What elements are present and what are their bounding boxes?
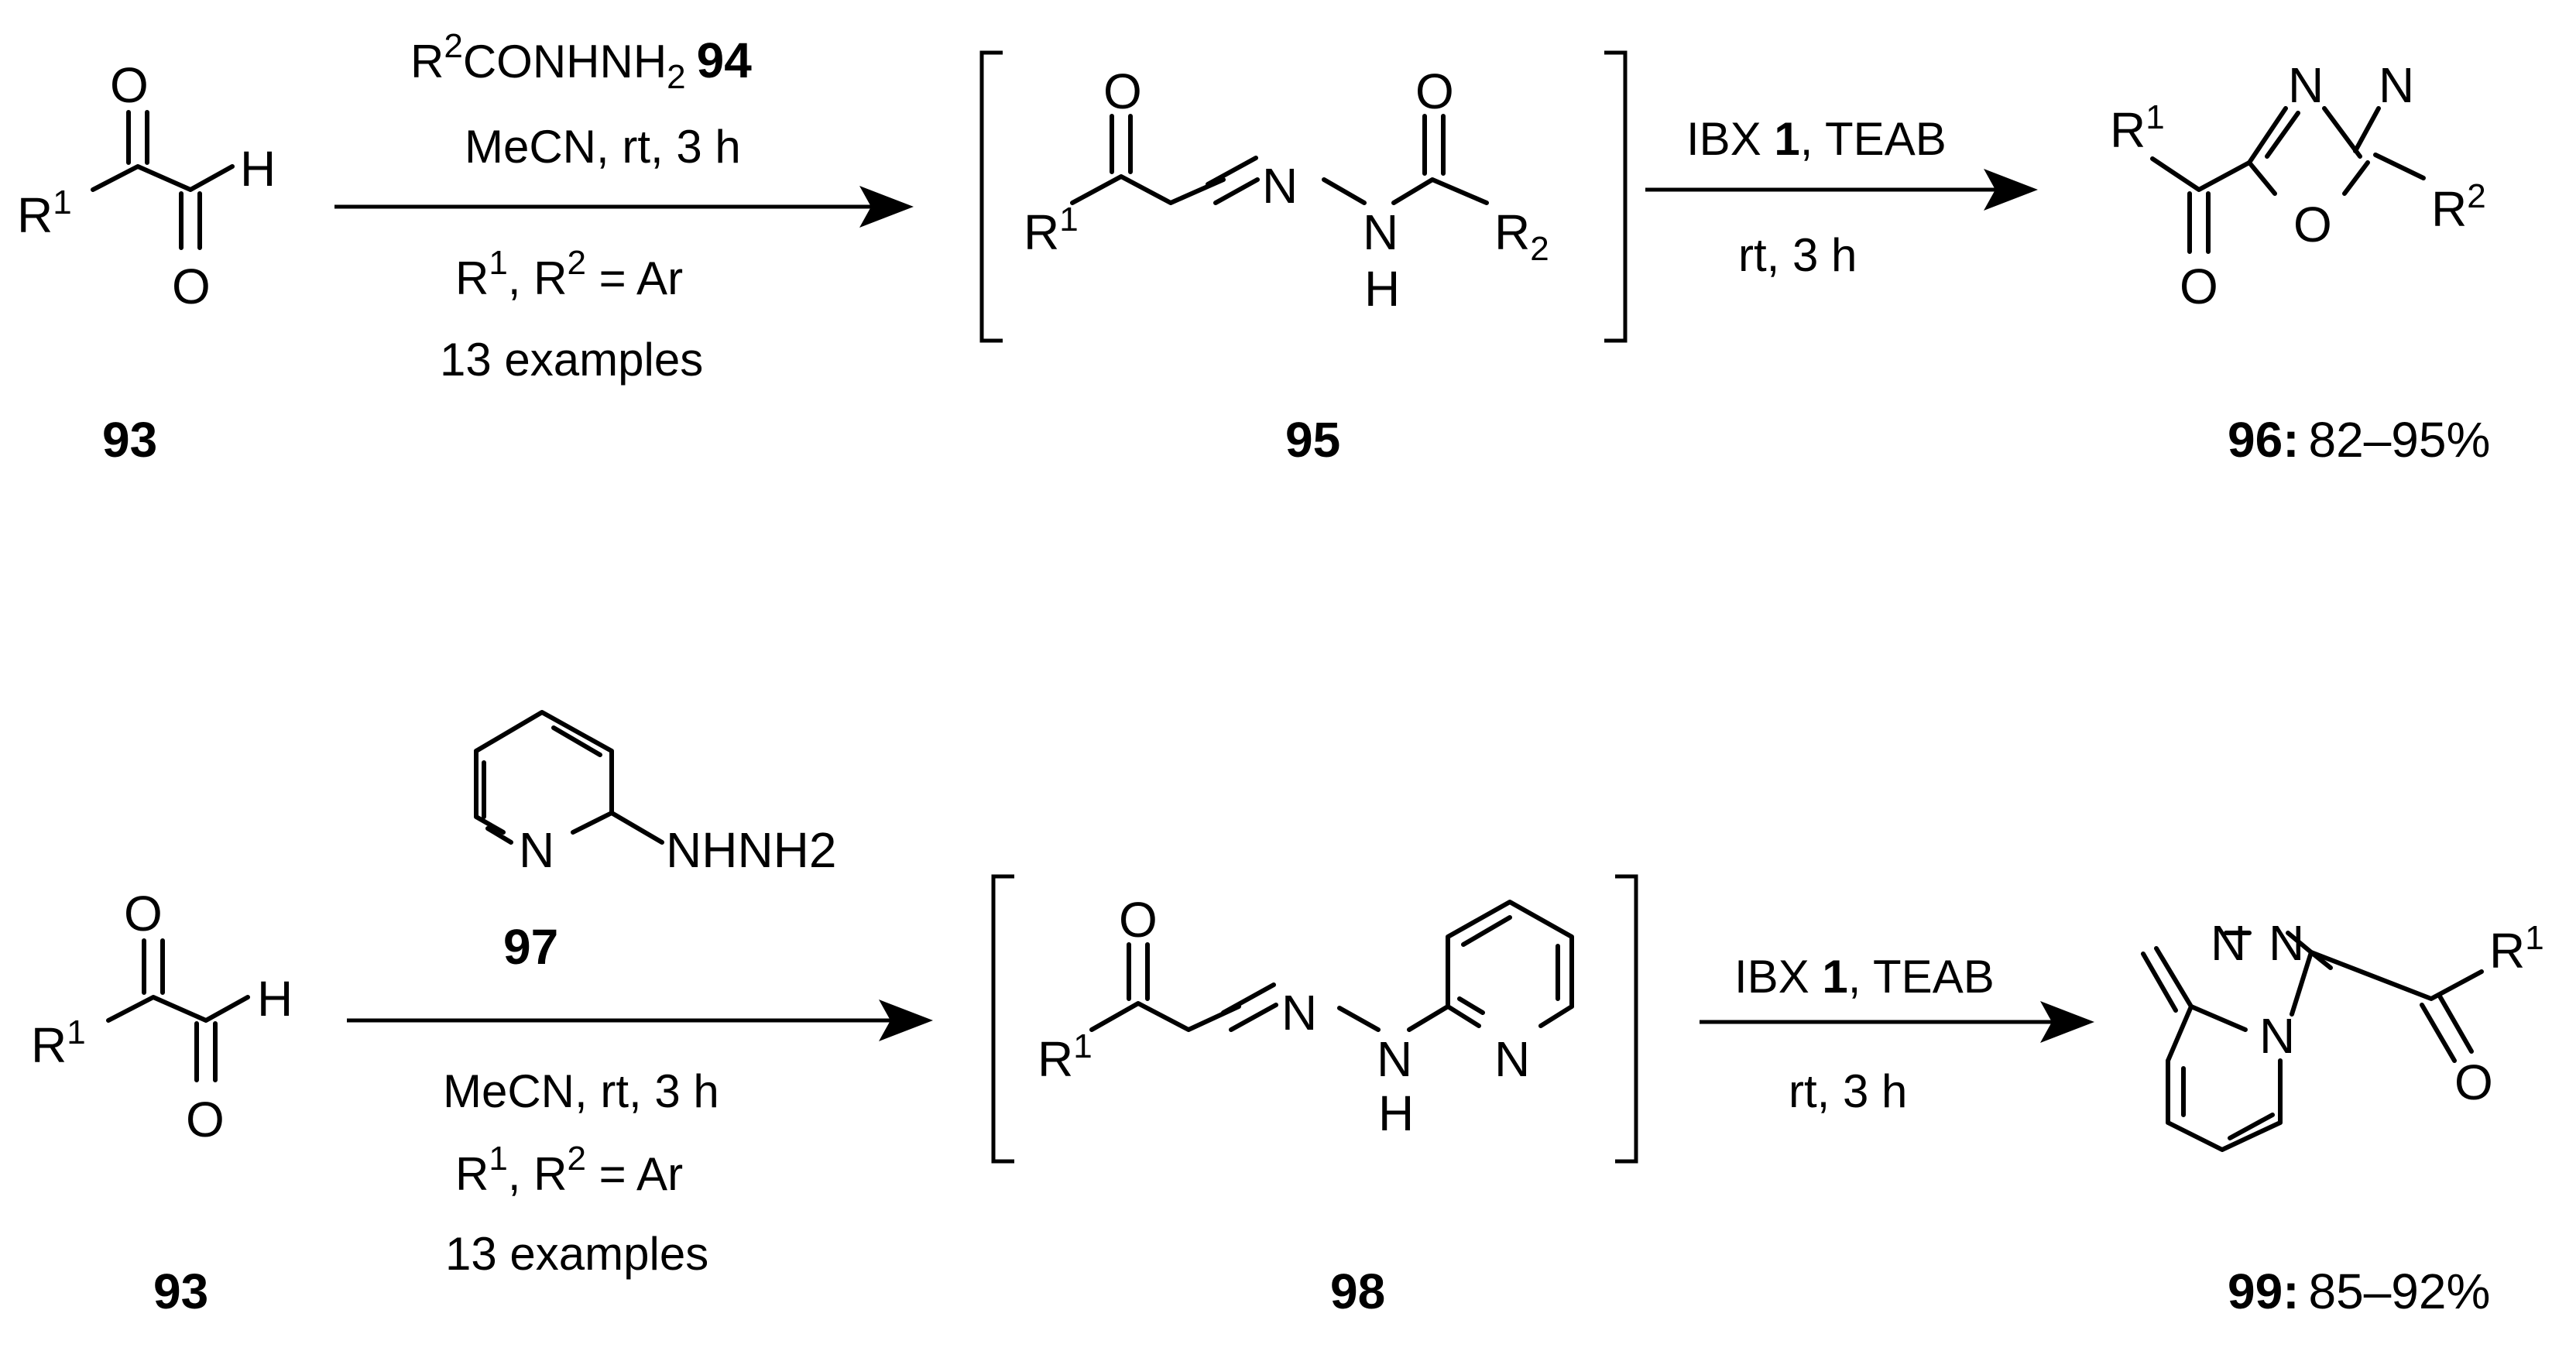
conditions-2: rt, 3 h [1738, 229, 1857, 281]
arrowhead [879, 1000, 933, 1041]
oxidant-label: IBX 1, TEAB [1734, 951, 1995, 1003]
r1-label: R1 [1024, 201, 1079, 260]
compound-number-95: 95 [1285, 412, 1340, 468]
compound-number-93: 93 [153, 1264, 208, 1319]
oxygen-label: O [186, 1092, 225, 1147]
r1-label: R1 [17, 183, 72, 243]
compound-number-98: 98 [1330, 1264, 1385, 1319]
compound-93-top: R1 O H O [17, 57, 276, 314]
hydrogen-label: H [240, 141, 276, 197]
nitrogen-label: N [1281, 985, 1317, 1041]
oxygen-label: O [2293, 197, 2332, 252]
r1-label: R1 [31, 1013, 86, 1073]
hydrazine-label: NHNH2 [666, 822, 836, 878]
nitrogen-label: N [1262, 158, 1298, 214]
reagent-97-pyridine: N NHNH2 [474, 710, 836, 878]
conditions-1: MeCN, rt, 3 h [443, 1065, 719, 1117]
r2-label: R2 [1494, 204, 1549, 268]
examples-count: 13 examples [445, 1228, 708, 1280]
nitrogen-label: N [2379, 57, 2414, 113]
hydrogen-label: H [257, 971, 293, 1027]
oxygen-label: O [110, 57, 149, 113]
conditions-1: MeCN, rt, 3 h [465, 121, 741, 173]
scheme-2: R1 O H O 93 N NHNH2 97 MeCN, rt, 3 h R1,… [31, 710, 2544, 1319]
r2-label: R2 [2431, 177, 2486, 237]
oxygen-label: O [1119, 892, 1158, 948]
compound-93-bottom: R1 O H O [31, 886, 293, 1147]
intermediate-95: R1 O N N H O R2 [979, 50, 1628, 343]
arrowhead [859, 186, 914, 228]
oxygen-label: O [1415, 63, 1454, 119]
oxygen-label: O [2180, 259, 2218, 314]
nitrogen-label: N [1377, 1031, 1412, 1087]
nitrogen-label: N [1363, 204, 1398, 260]
arrowhead [1984, 169, 2038, 211]
intermediate-98: R1 O N N H N [991, 874, 1638, 1164]
examples-count: 13 examples [440, 334, 703, 386]
oxygen-label: O [124, 886, 163, 941]
r1-label: R1 [2110, 98, 2165, 158]
conditions-2: rt, 3 h [1789, 1065, 1907, 1117]
arrowhead [2040, 1001, 2094, 1043]
nitrogen-label: N [519, 822, 554, 878]
oxidant-label: IBX 1, TEAB [1686, 113, 1947, 165]
product-96-oxadiazole: R1 O N N O R2 [2110, 57, 2486, 314]
r1-label: R1 [1038, 1027, 1092, 1087]
hydrogen-label: H [1364, 261, 1400, 317]
hydrogen-label: H [1378, 1085, 1414, 1141]
nitrogen-label: N [2269, 915, 2304, 971]
product-99-triazolopyridine: N N N R1 O [2141, 915, 2544, 1152]
oxygen-label: O [2454, 1054, 2493, 1110]
product-96-yield: 96:82–95% [2228, 412, 2490, 468]
nitrogen-label: N [2288, 57, 2324, 113]
nitrogen-label: N [2211, 915, 2246, 971]
nitrogen-label: N [1494, 1031, 1530, 1087]
scope-label: R1, R2 = Ar [455, 1140, 683, 1200]
compound-number-93: 93 [102, 412, 157, 468]
scope-label: R1, R2 = Ar [455, 244, 683, 304]
r1-label: R1 [2489, 919, 2544, 979]
compound-number-97: 97 [503, 919, 558, 975]
product-99-yield: 99:85–92% [2228, 1264, 2490, 1319]
oxygen-label: O [1103, 63, 1142, 119]
oxygen-label: O [172, 259, 211, 314]
nitrogen-label: N [2259, 1008, 2295, 1064]
